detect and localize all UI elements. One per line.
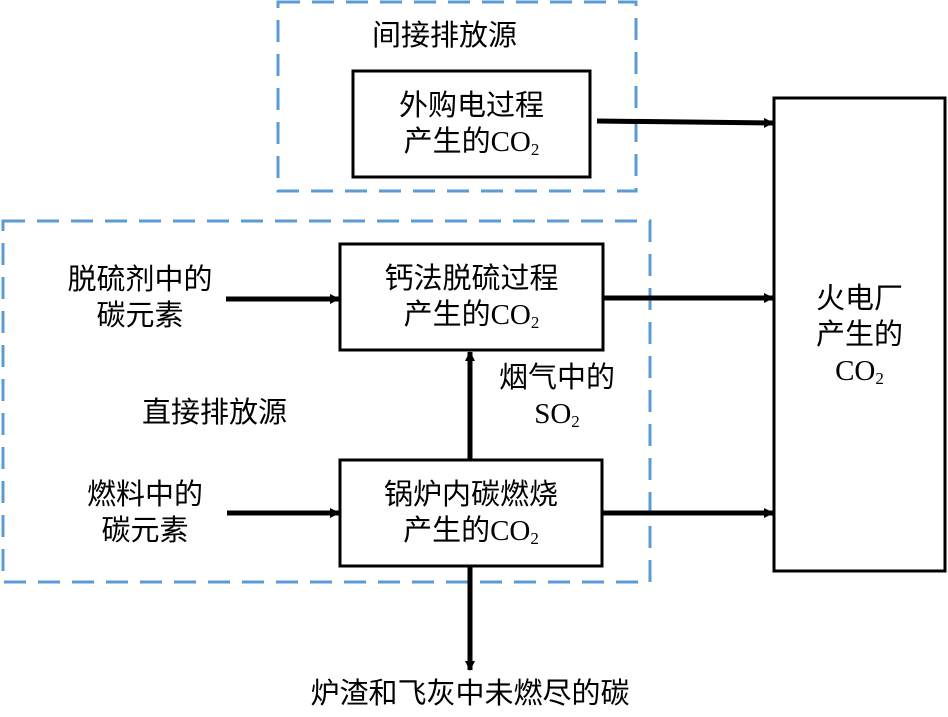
fuel-carbon-label: 燃料中的 碳元素 — [86, 479, 203, 547]
desulfurization-line1: 钙法脱硫过程 — [384, 263, 559, 295]
purchased-power-line1: 外购电过程 — [398, 90, 544, 122]
indirect-source-group — [276, 0, 638, 193]
desulfurization-line2: 产生的CO2 — [403, 299, 540, 332]
plant-total-text: 火电厂 产生的 CO2 — [774, 98, 945, 571]
boiler-combustion-line1: 锅炉内碳燃烧 — [383, 479, 558, 511]
boiler-combustion-line2: 产生的CO2 — [403, 515, 539, 548]
boiler-combustion-text: 锅炉内碳燃烧 产生的CO2 — [340, 460, 602, 566]
plant-total-line1: 火电厂 — [815, 282, 903, 315]
direct-source-label: 直接排放源 — [142, 397, 288, 429]
arrow-purchased-to-plant — [596, 117, 774, 128]
plant-total-line3: CO2 — [835, 354, 884, 388]
purchased-power-text: 外购电过程 产生的CO2 — [353, 71, 590, 177]
unburned-carbon-label: 炉渣和飞灰中未燃尽的碳 — [310, 678, 630, 710]
direct-source-group — [1, 219, 652, 584]
boiler-combustion-box — [338, 458, 604, 568]
indirect-source-label: 间接排放源 — [372, 20, 518, 52]
flue-so2-label: 烟气中的 SO2 — [498, 362, 615, 431]
plant-total-box — [772, 96, 947, 573]
desulfurizer-carbon-label: 脱硫剂中的 碳元素 — [67, 264, 213, 332]
purchased-power-box — [351, 69, 592, 179]
plant-total-line2: 产生的 — [815, 318, 903, 351]
desulfurization-text: 钙法脱硫过程 产生的CO2 — [340, 244, 603, 350]
purchased-power-line2: 产生的CO2 — [403, 126, 540, 159]
